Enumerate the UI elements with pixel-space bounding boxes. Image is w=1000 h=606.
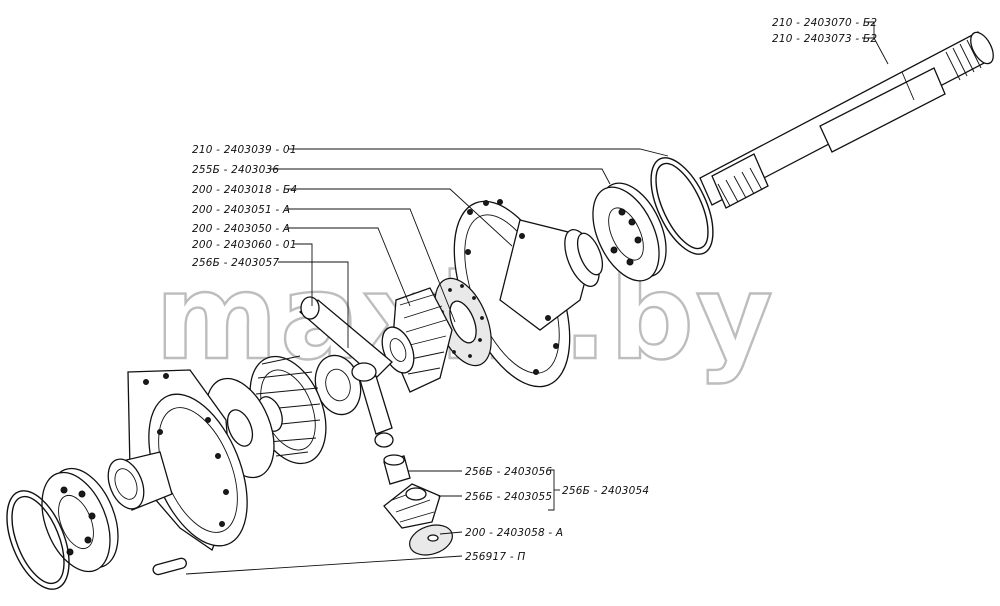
part-label-p2: 210 - 2403073 - Б2	[772, 33, 877, 45]
part-label-p6: 200 - 2403051 - А	[192, 204, 290, 216]
leader-lines	[185, 21, 889, 575]
pinion-gear	[383, 483, 441, 529]
bearing-upper	[592, 182, 667, 282]
case-half-left	[107, 369, 248, 551]
part-label-p11: 256Б - 2403055	[465, 491, 552, 503]
lock-ring-lower	[6, 490, 70, 590]
part-labels: 210 - 2403070 - Б2 210 - 2403073 - Б2 21…	[192, 17, 877, 563]
part-label-p1: 210 - 2403070 - Б2	[772, 17, 877, 29]
part-label-p4: 255Б - 2403036	[192, 164, 279, 176]
lock-ring-upper	[650, 157, 714, 255]
part-label-p13: 200 - 2403058 - А	[465, 527, 563, 539]
part-label-p14: 256917 - П	[465, 551, 525, 563]
locking-pin	[152, 557, 187, 576]
part-label-p3: 210 - 2403039 - 01	[192, 144, 297, 156]
side-gear-upper	[381, 287, 453, 393]
part-label-p8: 200 - 2403060 - 01	[192, 239, 297, 251]
part-label-p10: 256Б - 2403056	[465, 466, 552, 478]
spider-cross	[298, 296, 394, 448]
part-label-p12: 256Б - 2403054	[562, 485, 649, 497]
part-label-p7: 200 - 2403050 - А	[192, 223, 290, 235]
pinion-bushing	[383, 454, 411, 485]
part-label-p9: 256Б - 2403057	[192, 257, 279, 269]
axle-shaft	[699, 31, 994, 209]
part-label-p5: 200 - 2403018 - Б4	[192, 184, 297, 196]
